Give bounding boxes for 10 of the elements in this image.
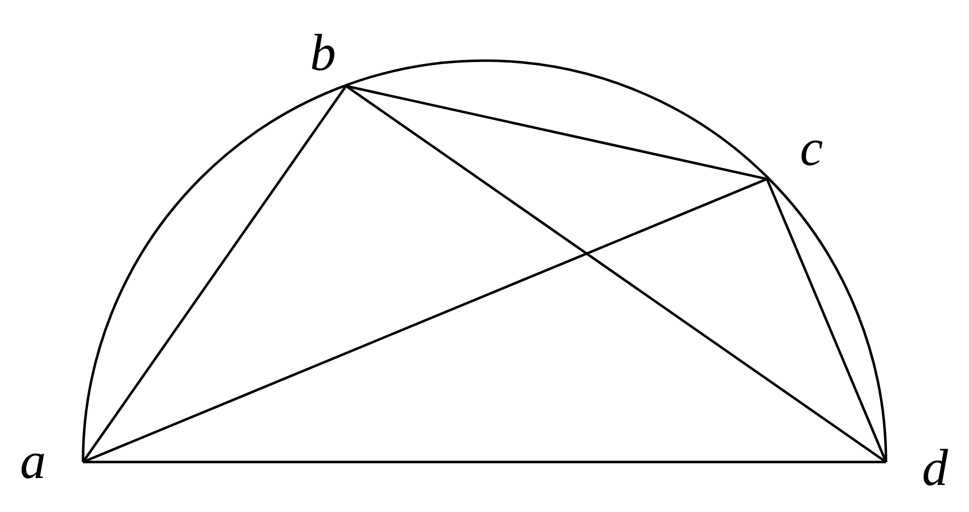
chord-line [82,178,768,464]
point-label: c [767,118,823,179]
point-label: b [300,22,346,86]
chord-line [346,84,768,180]
point-label: d [886,440,948,498]
chord-line [83,460,886,464]
chord-line [82,85,348,463]
chord-line [345,84,887,464]
point-label: a [20,436,83,488]
chord-line [766,178,888,462]
